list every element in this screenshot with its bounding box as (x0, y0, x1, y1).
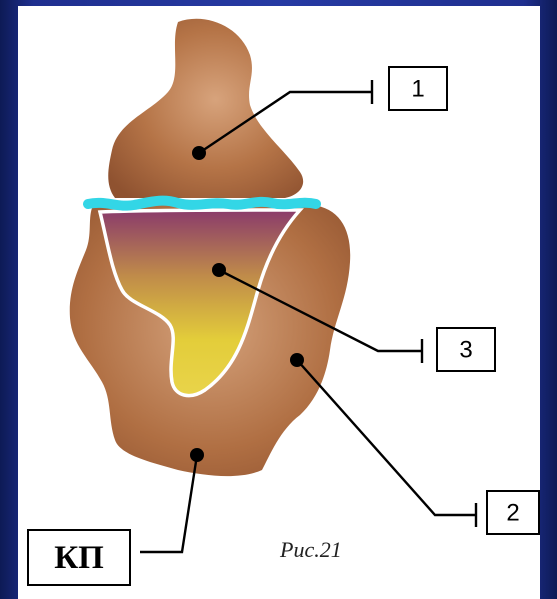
callout-label-kp: КП (54, 540, 104, 576)
leader-line-2 (297, 360, 476, 515)
callout-label-2: 2 (506, 500, 519, 527)
callout-label-3: 3 (459, 337, 472, 364)
callout-label-1: 1 (411, 76, 424, 103)
upper-bone-region (108, 19, 303, 198)
joint-line (88, 201, 316, 206)
figure-caption: Рис.21 (279, 537, 342, 562)
